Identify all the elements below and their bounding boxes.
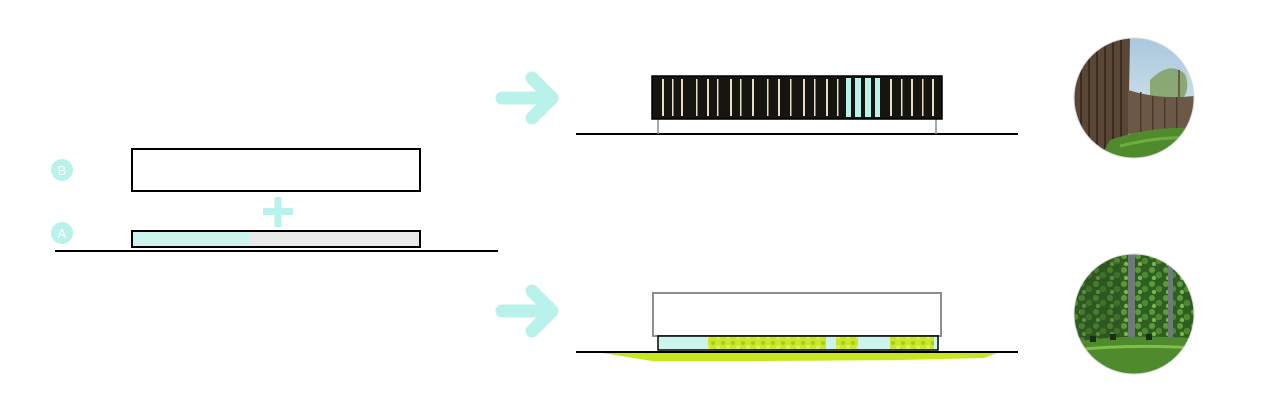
option-green-screen xyxy=(576,292,1018,361)
concept-diagram-left: B A xyxy=(51,148,498,252)
slatted-wall xyxy=(651,75,943,120)
marker-b-label: B xyxy=(58,163,67,178)
layer-a-box xyxy=(131,230,421,248)
layer-b-box xyxy=(131,148,421,192)
arrow-right-icon xyxy=(495,71,559,125)
lime-ground-fill xyxy=(596,352,1000,361)
arrow-right-icon xyxy=(495,284,559,338)
upper-frame-outline xyxy=(652,292,942,337)
wooden-slat-wall-photo xyxy=(1074,38,1194,158)
marker-a: A xyxy=(51,222,73,244)
plus-icon xyxy=(263,197,293,227)
marker-a-label: A xyxy=(58,226,67,241)
green-ivy-screen-photo xyxy=(1074,254,1194,374)
marker-b: B xyxy=(51,159,73,181)
base-strip xyxy=(657,335,939,351)
option-slatted-facade xyxy=(576,75,1018,135)
